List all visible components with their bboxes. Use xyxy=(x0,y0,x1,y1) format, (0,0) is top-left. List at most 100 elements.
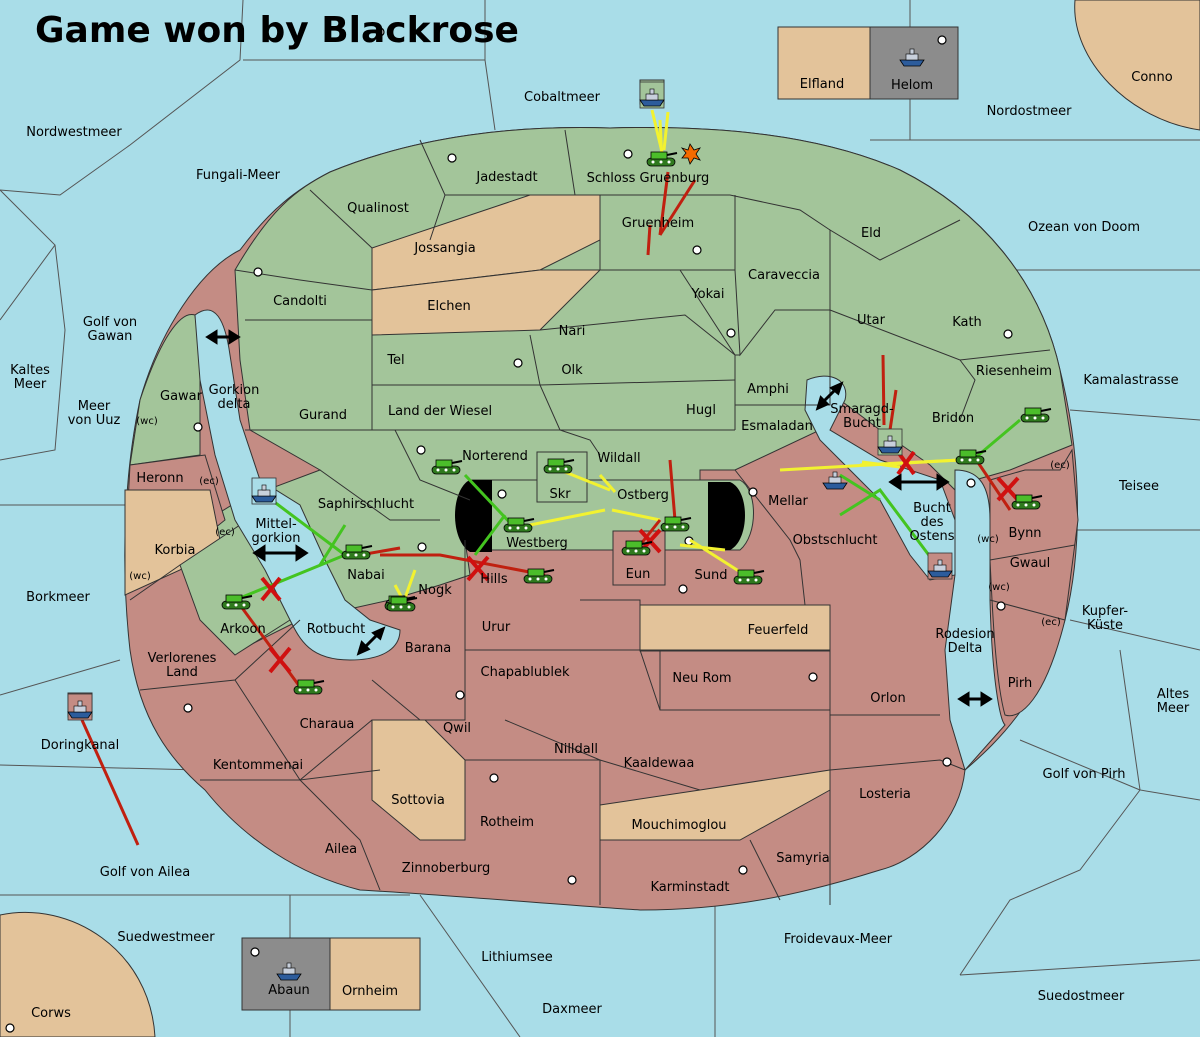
supply-center-icon xyxy=(748,487,758,497)
region-label: Ornheim xyxy=(342,984,398,999)
region-label: Froidevaux-Meer xyxy=(784,932,893,947)
region-label: Doringkanal xyxy=(41,738,120,753)
region-label: Karminstadt xyxy=(650,880,729,895)
supply-center-icon xyxy=(726,328,736,338)
supply-center-icon xyxy=(193,422,203,432)
region-label: Altes xyxy=(1157,687,1190,702)
region-label: Qualinost xyxy=(347,201,409,216)
region-label: Delta xyxy=(948,641,983,656)
region-label: Nabai xyxy=(347,568,385,583)
supply-center-icon xyxy=(183,703,193,713)
region-label: Mellar xyxy=(768,494,808,509)
coast-tag: (ec) xyxy=(1050,460,1070,471)
supply-center-icon xyxy=(513,358,523,368)
region-label: Daxmeer xyxy=(542,1002,602,1017)
region-label: Urur xyxy=(482,620,511,635)
failed-order-x-icon xyxy=(260,576,282,602)
conno-island xyxy=(1074,0,1200,131)
supply-center-icon xyxy=(455,690,465,700)
region-label: Golf von Pirh xyxy=(1043,767,1126,782)
army-tank-icon xyxy=(341,544,373,560)
army-tank-icon xyxy=(523,568,555,584)
supply-center-icon xyxy=(937,35,947,45)
army-tank-icon xyxy=(543,458,575,474)
region-label: Nordostmeer xyxy=(987,104,1073,119)
region-label: Heronn xyxy=(136,471,183,486)
army-tank-icon xyxy=(293,679,325,695)
supply-center-icon xyxy=(567,875,577,885)
army-tank-icon xyxy=(1020,407,1052,423)
coast-tag: (ec) xyxy=(215,527,235,538)
region-label: Amphi xyxy=(747,382,789,397)
supply-center-icon xyxy=(942,757,952,767)
region-label: Skr xyxy=(549,487,571,502)
region-label: Golf von xyxy=(83,315,137,330)
region-label: Ozean von Doom xyxy=(1028,220,1140,235)
region-label: Saphirschlucht xyxy=(318,497,414,512)
region-label: Schloss Gruenburg xyxy=(587,171,710,186)
supply-center-icon xyxy=(417,542,427,552)
fleet-ship-icon xyxy=(67,693,93,721)
region-label: Candolti xyxy=(273,294,327,309)
region-label: Meer xyxy=(14,377,47,392)
region-label: Rotheim xyxy=(480,815,534,830)
failed-order-x-icon xyxy=(268,646,292,674)
region-label: Charaua xyxy=(300,717,355,732)
region-label: Eun xyxy=(626,567,651,582)
coast-tag: (ec) xyxy=(1041,617,1061,628)
army-tank-icon xyxy=(621,540,653,556)
region-label: Gorkion xyxy=(209,383,260,398)
explosion-icon xyxy=(680,143,701,165)
supply-center-icon xyxy=(738,865,748,875)
region-label: Eld xyxy=(861,226,881,241)
army-tank-icon xyxy=(646,151,678,167)
region-label: Pirh xyxy=(1008,676,1033,691)
region-label: Nilldall xyxy=(554,742,598,757)
region-label: Jadestadt xyxy=(475,170,537,185)
army-tank-icon xyxy=(955,449,987,465)
region-label: Chapablublek xyxy=(481,665,570,680)
region-label: delta xyxy=(218,397,251,412)
region-label: Ailea xyxy=(325,842,357,857)
fleet-ship-icon xyxy=(927,552,953,580)
region-label: Land xyxy=(166,665,198,680)
fleet-ship-icon xyxy=(877,428,903,456)
region-label: Yokai xyxy=(690,287,724,302)
region-label: Suedostmeer xyxy=(1038,989,1125,1004)
region-label: Caraveccia xyxy=(748,268,820,283)
region-label: Sottovia xyxy=(391,793,445,808)
coast-tag: (wc) xyxy=(977,534,999,545)
region-label: Riesenheim xyxy=(976,364,1052,379)
region-label: Gawar xyxy=(160,389,203,404)
region-label: Esmaladan xyxy=(741,419,813,434)
region-label: Bynn xyxy=(1008,526,1041,541)
region-label: Rotbucht xyxy=(307,622,365,637)
region-label: von Uuz xyxy=(68,413,121,428)
passage-arrows xyxy=(205,329,993,707)
corws-island xyxy=(0,911,156,1037)
failed-order-x-icon xyxy=(896,450,916,476)
coast-tag: (ec) xyxy=(199,476,219,487)
region-label: Bucht xyxy=(843,416,881,431)
supply-center-icon xyxy=(497,489,507,499)
rodesion-channel xyxy=(944,469,1006,772)
region-label: Lithiumsee xyxy=(481,950,552,965)
region-label: Borkmeer xyxy=(26,590,90,605)
region-label: Land der Wiesel xyxy=(388,404,492,419)
region-label: Gwaul xyxy=(1010,556,1051,571)
units-layer xyxy=(67,48,1052,981)
coast-tag: (wc) xyxy=(988,582,1010,593)
region-label: Barana xyxy=(405,641,451,656)
region-label: Smaragd- xyxy=(830,402,894,417)
lake-east-end xyxy=(708,482,745,550)
region-label: Kath xyxy=(952,315,982,330)
region-label: Olk xyxy=(561,363,583,378)
supply-center-icon xyxy=(447,153,457,163)
army-tank-icon xyxy=(660,516,692,532)
region-label: Kaaldewaa xyxy=(624,756,695,771)
region-label: Tel xyxy=(386,353,404,368)
region-label: Cobaltmeer xyxy=(524,90,601,105)
